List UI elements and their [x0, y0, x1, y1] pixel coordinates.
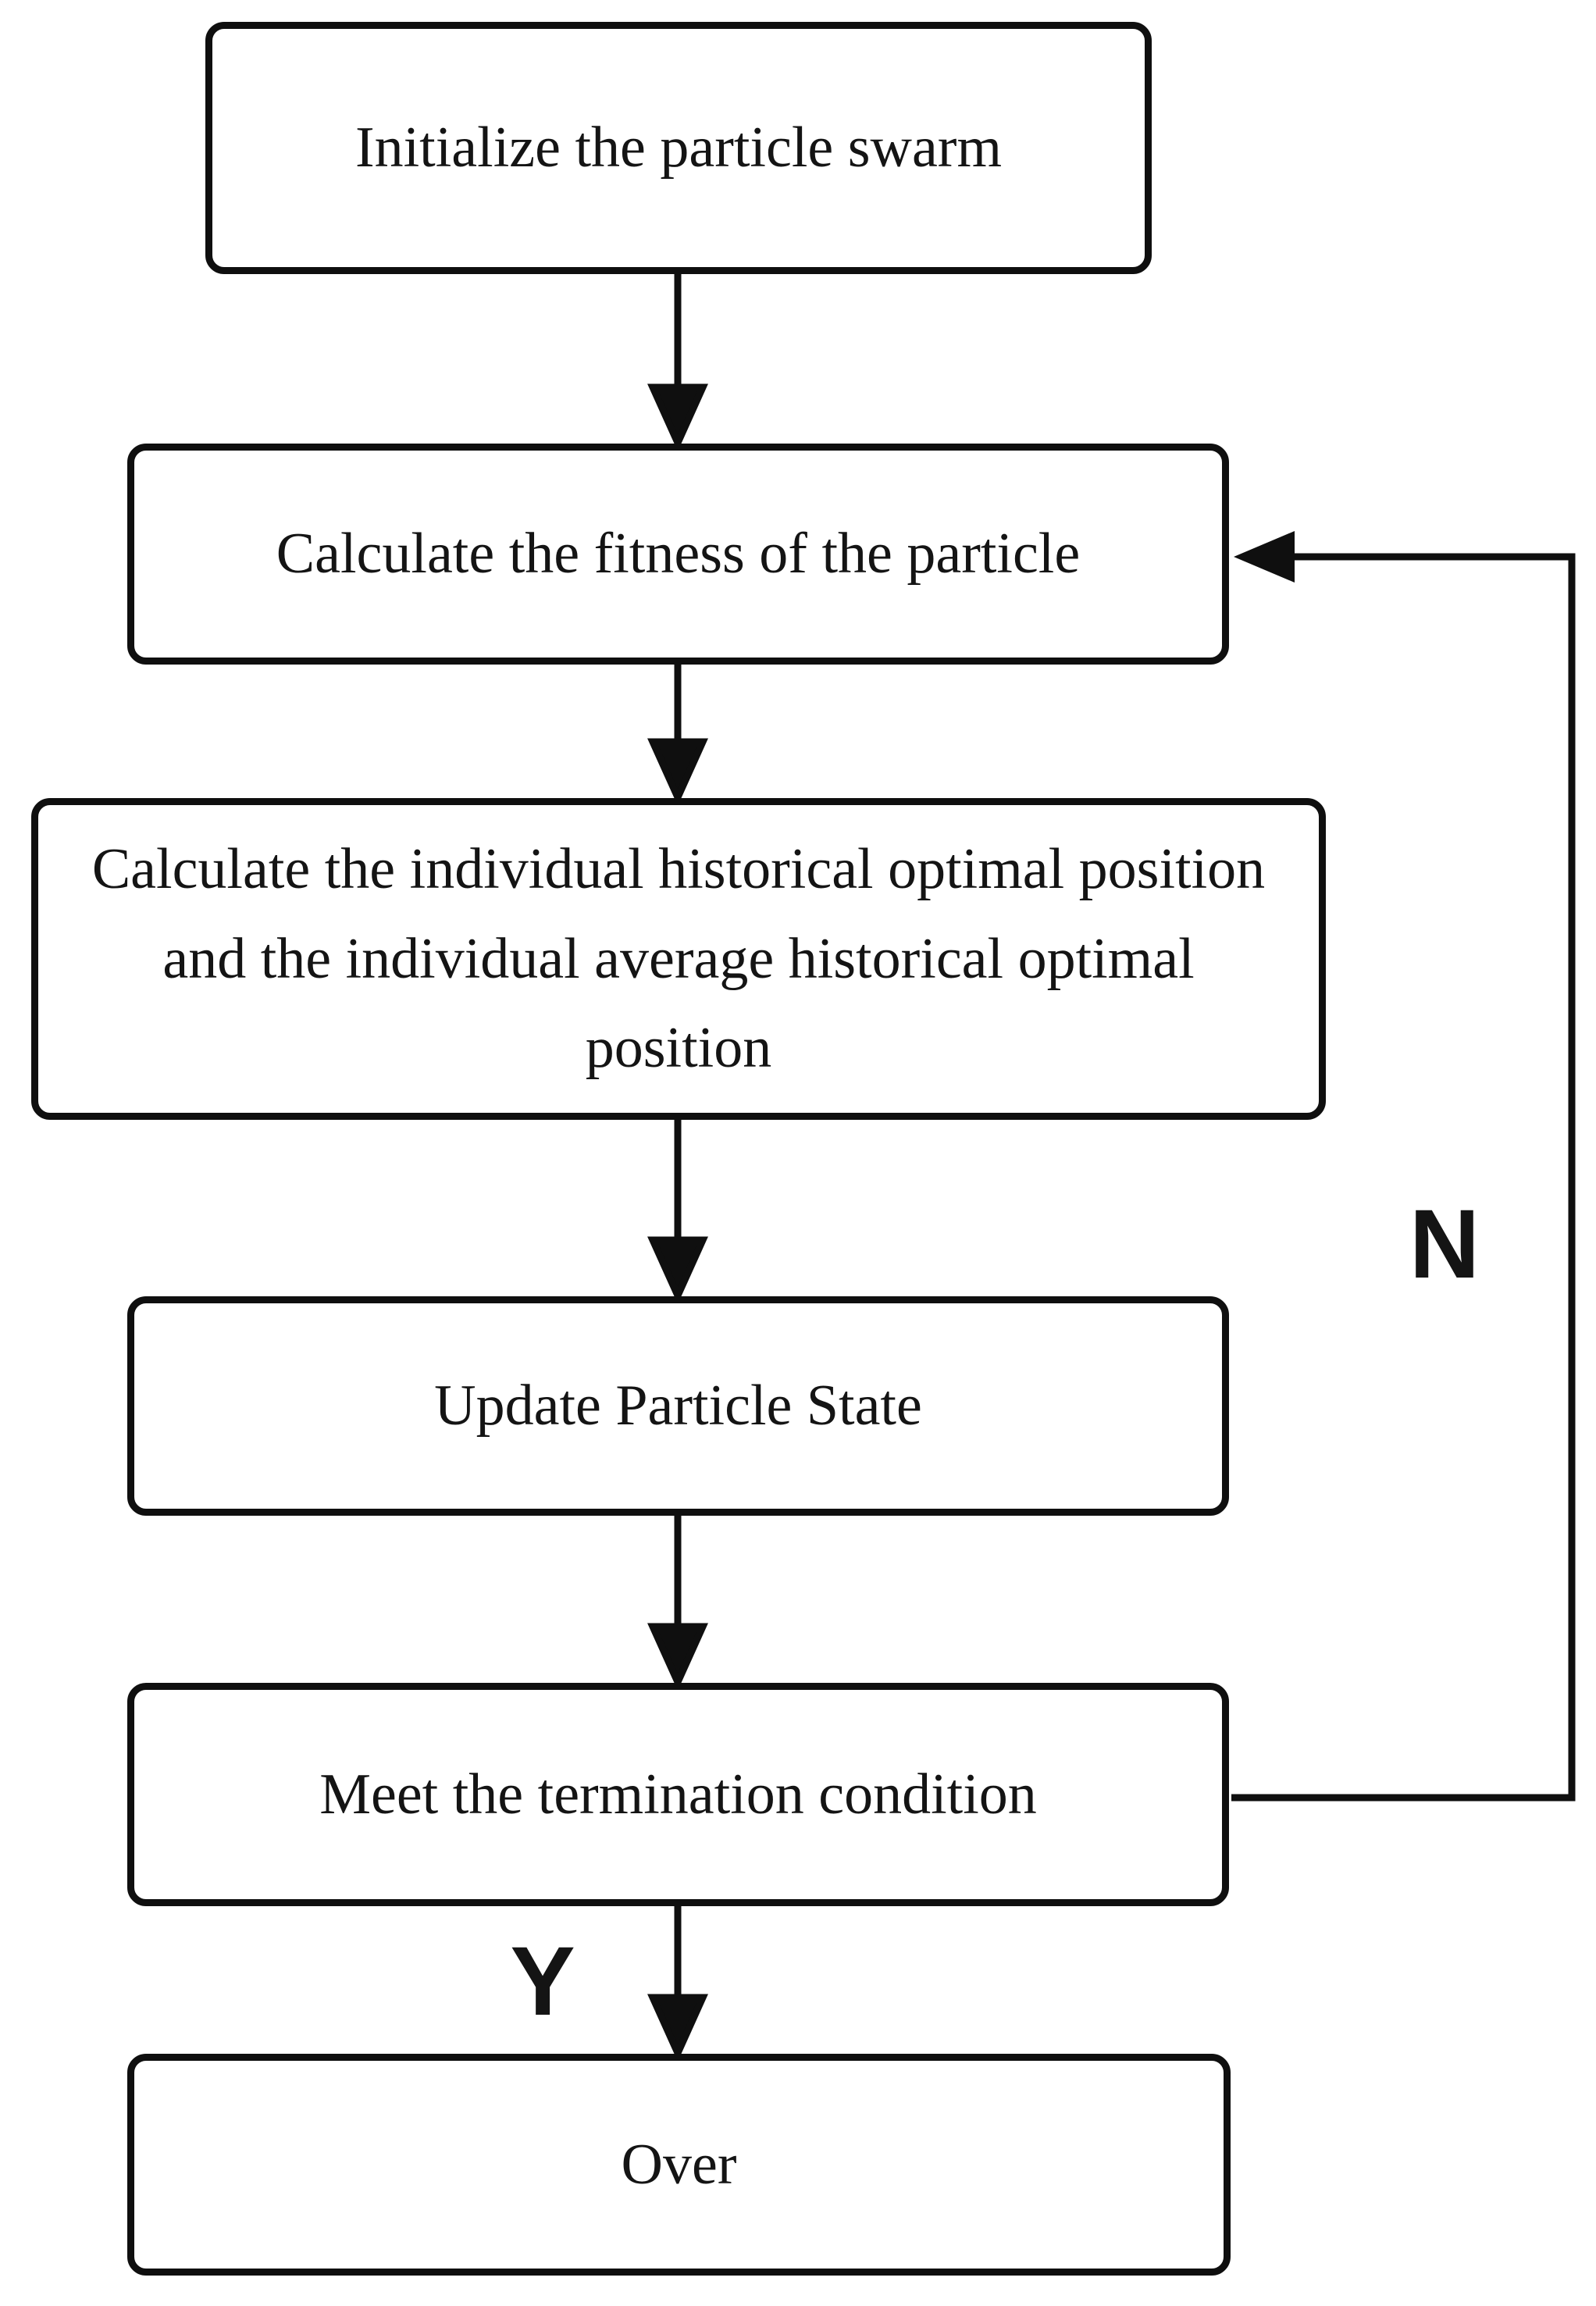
- connector-termination-to-over-yes-branch: [647, 1905, 708, 2062]
- flowchart-node-initialize: Initialize the particle swarm: [205, 22, 1152, 274]
- flowchart-node-update-state: Update Particle State: [127, 1296, 1229, 1516]
- connector-update-to-termination: [647, 1515, 708, 1691]
- branch-label-no: N: [1409, 1189, 1480, 1299]
- connector-fitness-to-historical: [647, 664, 708, 806]
- node-label: Update Particle State: [434, 1374, 922, 1438]
- flowchart-node-historical-optimal: Calculate the individual historical opti…: [31, 798, 1326, 1120]
- node-label: Meet the termination condition: [319, 1762, 1037, 1827]
- feedback-loop-no-branch: [1231, 531, 1576, 1802]
- flowchart-node-termination: Meet the termination condition: [127, 1683, 1229, 1906]
- node-label: Over: [621, 2132, 737, 2197]
- node-label: Initialize the particle swarm: [354, 116, 1003, 180]
- flowchart-node-over: Over: [127, 2054, 1231, 2276]
- node-label: Calculate the fitness of the particle: [276, 522, 1081, 586]
- connector-initialize-to-fitness: [647, 273, 708, 451]
- flowchart-node-fitness: Calculate the fitness of the particle: [127, 444, 1229, 665]
- connector-historical-to-update: [647, 1119, 708, 1304]
- branch-label-yes: Y: [510, 1926, 575, 2036]
- node-label: Calculate the individual historical opti…: [91, 836, 1266, 1081]
